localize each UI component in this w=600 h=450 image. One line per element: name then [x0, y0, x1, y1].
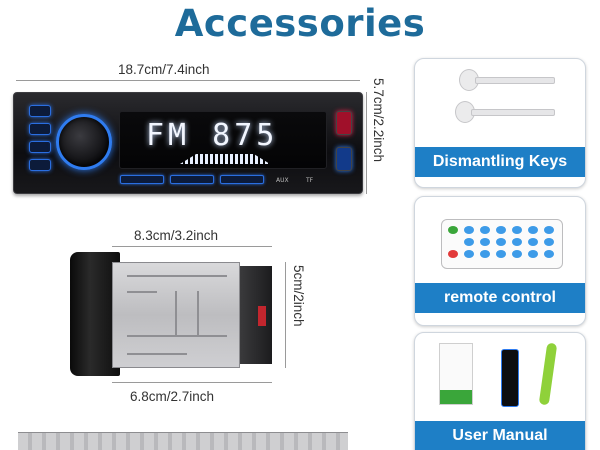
metal-chassis [112, 262, 240, 368]
user-manual-caption: User Manual [415, 421, 585, 450]
aux-port-label: AUX [276, 177, 289, 184]
menu-button [29, 141, 51, 153]
front-height-label: 5.7cm/2.2inch [371, 78, 386, 163]
front-width-label: 18.7cm/7.4inch [118, 62, 210, 77]
chassis-depth-bottom-line [112, 382, 272, 383]
preset-button-1 [120, 175, 164, 184]
display-text: FM 875 [146, 118, 279, 153]
chassis-depth-top-line [112, 246, 272, 247]
chassis-slot [127, 335, 227, 337]
pry-tool-icon [538, 342, 558, 406]
volume-knob [56, 114, 112, 170]
equalizer-bars [180, 154, 270, 164]
preset-button-3 [220, 175, 264, 184]
usb-port-red [336, 111, 352, 135]
user-manual-icon [439, 343, 473, 405]
remote-control-icon [441, 219, 563, 269]
chassis-depth-top-label: 8.3cm/3.2inch [134, 228, 219, 243]
user-manual-card: User Manual [414, 332, 586, 450]
faceplate-icon [501, 349, 519, 407]
preset-button-2 [170, 175, 214, 184]
mode-button [29, 105, 51, 117]
chassis-front-face [70, 252, 120, 376]
chassis-slot [175, 291, 177, 335]
width-dim-line [16, 80, 360, 81]
chassis-slot [127, 275, 227, 277]
remote-control-card: remote control [414, 196, 586, 326]
chassis-slot [127, 291, 157, 293]
dismantling-keys-card: Dismantling Keys [414, 58, 586, 188]
chassis-height-label: 5cm/2inch [291, 265, 306, 327]
usb-port-blue [336, 147, 352, 171]
page-title: Accessories [174, 2, 426, 45]
mounting-strip [18, 432, 348, 450]
lcd-display: FM 875 [119, 111, 327, 169]
band-button [29, 123, 51, 135]
mute-button [29, 159, 51, 171]
dismantling-keys-caption: Dismantling Keys [415, 147, 585, 177]
chassis-rear [240, 266, 272, 364]
chassis-slot [127, 353, 187, 355]
height-dim-line [366, 92, 367, 194]
car-stereo-front: FM 875 AUX TF [13, 92, 363, 194]
rear-connector [258, 306, 266, 326]
chassis-height-line [285, 262, 286, 368]
chassis-slot [197, 291, 199, 335]
tf-slot-label: TF [306, 177, 314, 184]
remote-control-caption: remote control [415, 283, 585, 313]
chassis-depth-bottom-label: 6.8cm/2.7inch [130, 389, 215, 404]
